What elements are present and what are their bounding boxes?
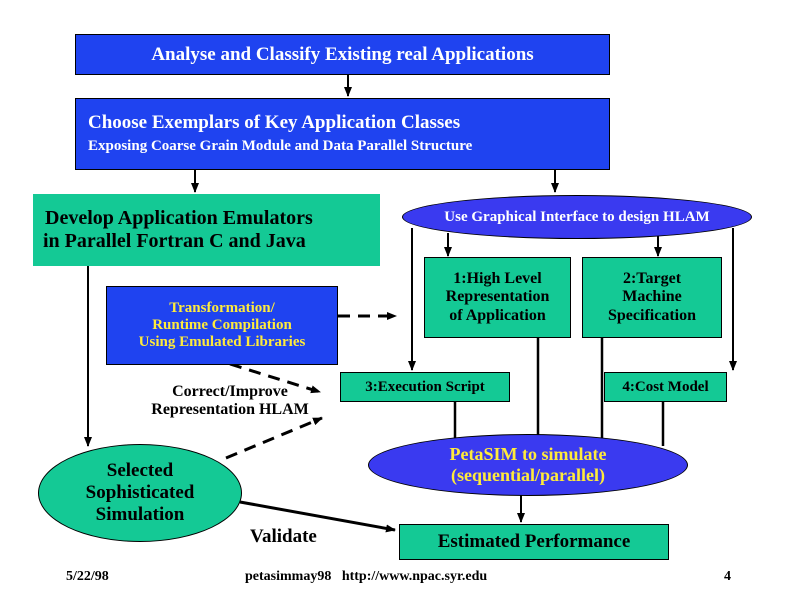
- high-level-line3: of Application: [449, 306, 546, 324]
- correct-improve-label: Correct/Improve Representation HLAM: [120, 383, 340, 420]
- high-level-representation-box: 1:High Level Representation of Applicati…: [424, 257, 571, 338]
- choose-exemplars-box: Choose Exemplars of Key Application Clas…: [75, 98, 610, 170]
- exec-script-text: 3:Execution Script: [365, 378, 485, 395]
- correct-line2: Representation HLAM: [151, 401, 309, 419]
- target-line1: 2:Target: [622, 269, 682, 287]
- correct-line1: Correct/Improve: [172, 383, 288, 400]
- petasim-line2: (sequential/parallel): [451, 465, 605, 485]
- target-machine-box: 2:Target Machine Specification: [582, 257, 722, 338]
- estimated-text: Estimated Performance: [437, 531, 631, 552]
- validate-label: Validate: [250, 526, 317, 547]
- develop-emulators-box: Develop Application Emulators in Paralle…: [33, 194, 380, 266]
- selected-simulation-oval: Selected Sophisticated Simulation: [38, 444, 242, 542]
- execution-script-box: 3:Execution Script: [340, 372, 510, 402]
- transform-line1: Transformation/: [169, 299, 275, 316]
- footer-date: 5/22/98: [66, 569, 109, 584]
- footer-page-number: 4: [724, 569, 731, 584]
- graphical-interface-oval: Use Graphical Interface to design HLAM: [402, 195, 752, 239]
- target-line3: Specification: [608, 306, 696, 324]
- choose-line2: Exposing Coarse Grain Module and Data Pa…: [88, 138, 473, 155]
- high-level-line2: Representation: [445, 288, 550, 306]
- analyse-box: Analyse and Classify Existing real Appli…: [75, 34, 610, 75]
- cost-model-box: 4:Cost Model: [604, 372, 727, 402]
- graphical-text: Use Graphical Interface to design HLAM: [444, 208, 710, 225]
- petasim-line1: PetaSIM to simulate: [449, 444, 607, 465]
- dashed-transform-to-correct: [229, 362, 321, 394]
- selected-line2: Sophisticated: [85, 482, 195, 504]
- estimated-performance-box: Estimated Performance: [399, 524, 669, 560]
- dashed-selected-to-correct: [225, 416, 323, 460]
- cost-model-text: 4:Cost Model: [622, 378, 709, 395]
- develop-line2: in Parallel Fortran C and Java: [43, 230, 306, 252]
- selected-line3: Simulation: [95, 503, 185, 525]
- high-level-line1: 1:High Level: [453, 269, 542, 287]
- transform-line3: Using Emulated Libraries: [138, 334, 306, 351]
- develop-line1: Develop Application Emulators: [45, 207, 313, 229]
- arrow-selected-to-estimated: [239, 500, 396, 533]
- choose-line1: Choose Exemplars of Key Application Clas…: [88, 112, 461, 134]
- footer-center: petasimmay98 http://www.npac.syr.edu: [245, 569, 488, 584]
- transform-line2: Runtime Compilation: [152, 316, 292, 333]
- selected-line1: Selected: [106, 460, 174, 482]
- target-line2: Machine: [622, 288, 682, 306]
- transformation-box: Transformation/ Runtime Compilation Usin…: [106, 286, 338, 365]
- analyse-text: Analyse and Classify Existing real Appli…: [151, 43, 534, 65]
- petasim-oval: PetaSIM to simulate (sequential/parallel…: [368, 434, 688, 496]
